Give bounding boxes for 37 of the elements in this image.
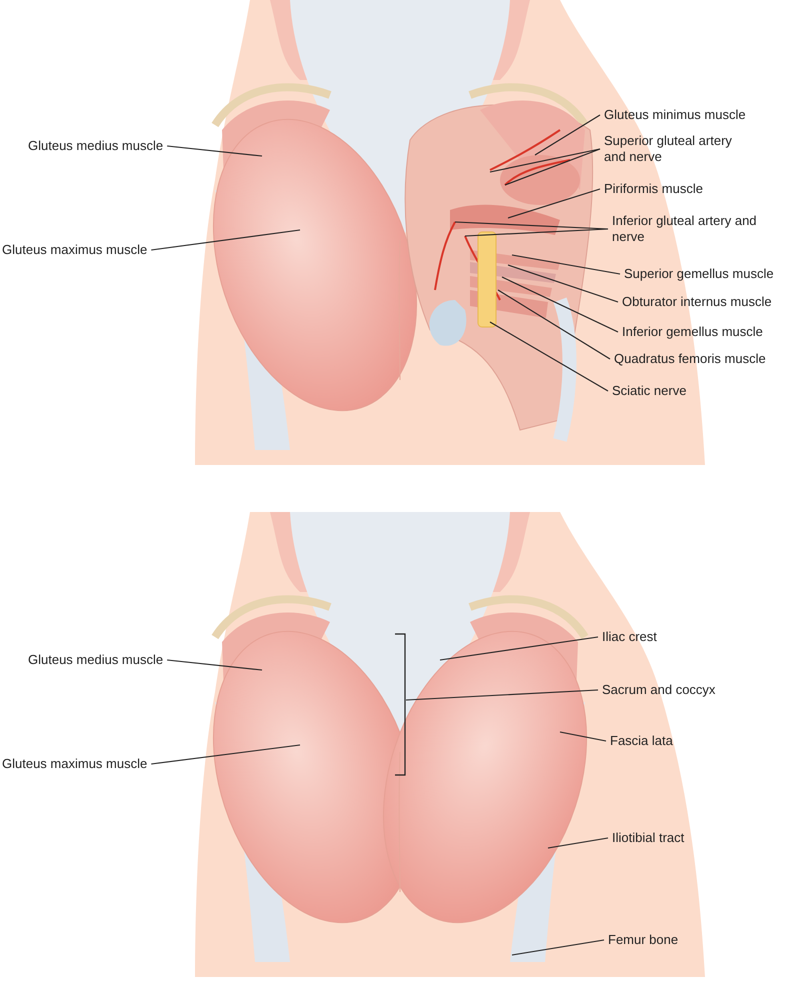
part-label: Superior gemellus muscle — [624, 266, 774, 282]
part-label: Femur bone — [608, 932, 678, 948]
leader-line — [440, 636, 598, 661]
leader-line — [151, 229, 300, 251]
leader-line — [548, 837, 608, 849]
part-label: Gluteus maximus muscle — [2, 756, 148, 772]
leader-line — [498, 290, 610, 360]
leader-line — [504, 148, 600, 186]
part-label: Obturator internus muscle — [622, 294, 772, 310]
leader-line — [560, 731, 606, 742]
part-label: Quadratus femoris muscle — [614, 351, 766, 367]
leader-line — [512, 939, 604, 956]
leader-line — [508, 188, 600, 219]
part-label: Inferior gemellus muscle — [622, 324, 763, 340]
part-label: Piriformis muscle — [604, 181, 703, 197]
leader-line — [502, 276, 618, 332]
part-label: Gluteus maximus muscle — [2, 242, 148, 258]
part-label: Fascia lata — [610, 733, 673, 749]
part-label: Iliotibial tract — [612, 830, 684, 846]
leader-line — [512, 254, 620, 275]
part-label: Iliac crest — [602, 629, 657, 645]
leader-line — [508, 264, 618, 303]
part-label: Gluteus medius muscle — [28, 138, 164, 154]
part-label: Inferior gluteal artery and nerve — [612, 213, 757, 245]
leader-line — [464, 228, 608, 237]
part-label: Superior gluteal artery and nerve — [604, 133, 754, 165]
leader-line — [151, 744, 300, 765]
leader-line — [167, 145, 262, 157]
leader-line — [490, 148, 600, 173]
part-label: Sacrum and coccyx — [602, 682, 716, 698]
leader-line — [406, 689, 598, 701]
leader-line — [534, 114, 600, 156]
part-label: Sciatic nerve — [612, 383, 686, 399]
part-label: Gluteus minimus muscle — [604, 107, 746, 123]
leader-line — [167, 659, 262, 671]
part-label: Gluteus medius muscle — [28, 652, 164, 668]
leader-line — [490, 322, 608, 392]
